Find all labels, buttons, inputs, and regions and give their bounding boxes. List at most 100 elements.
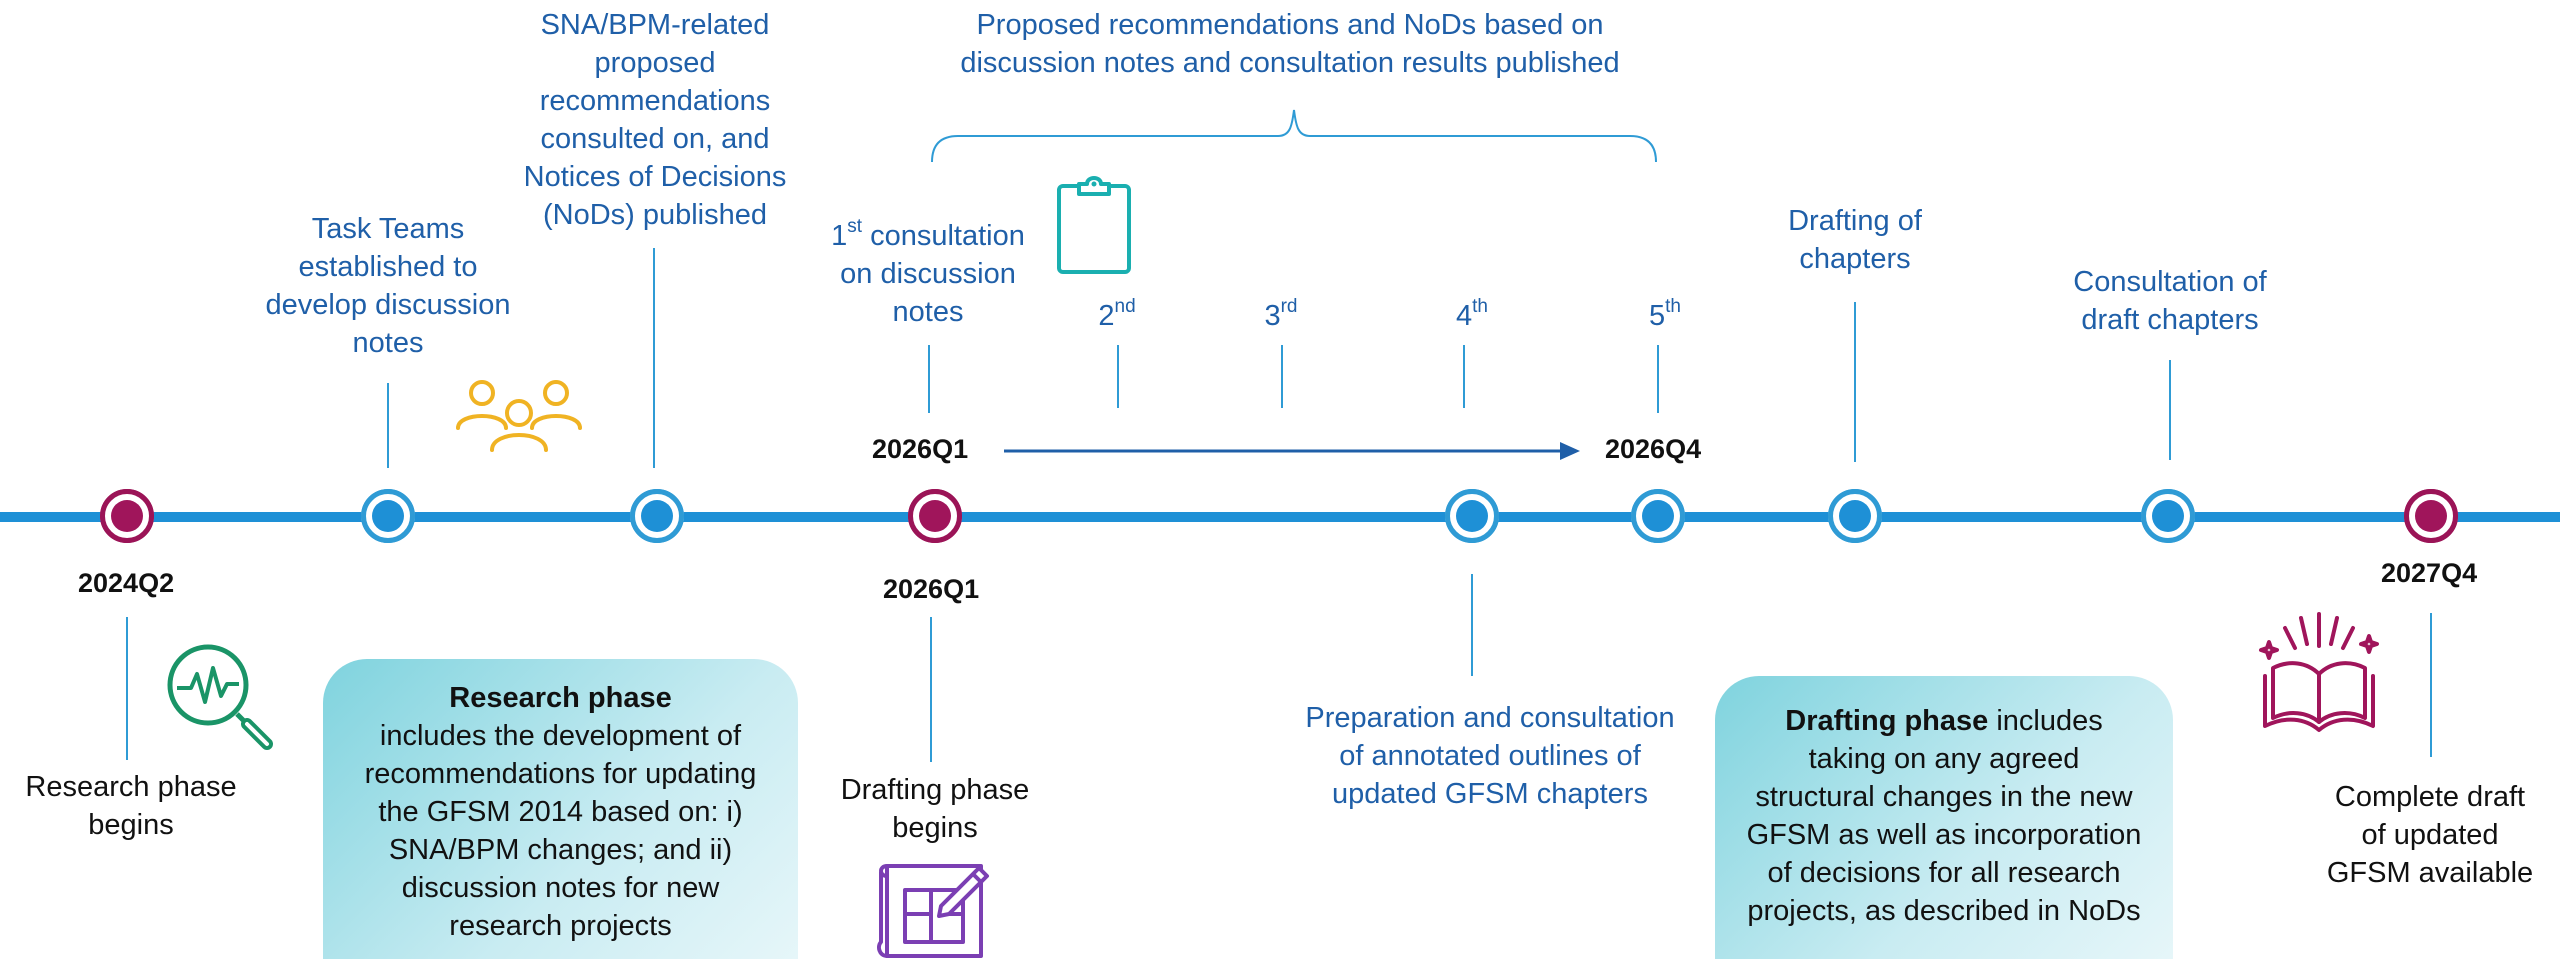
drafting-box-line: projects, as described in NoDs	[1747, 895, 2141, 927]
drafting-begins-label: Drafting phase begins	[810, 771, 1060, 847]
node-2027q4	[2404, 489, 2458, 543]
connector-consultation-draft	[2169, 360, 2171, 460]
sna-bpm-line: recommendations	[539, 85, 771, 117]
consultation-draft-label: Consultation of draft chapters	[2030, 263, 2310, 339]
ordinal-sup: rd	[1280, 296, 1298, 317]
consultation-1st-line2: on discussion	[840, 258, 1016, 290]
research-begins-label: Research phase begins	[0, 768, 262, 844]
date-2026q4-top: 2026Q4	[1605, 434, 1702, 464]
clipboard-icon	[1057, 176, 1131, 274]
node-2024q2	[100, 489, 154, 543]
research-box-line: research projects	[449, 910, 672, 942]
connector-task-teams	[387, 383, 389, 468]
connector-drafting-chapters	[1854, 302, 1856, 462]
date-2027q4: 2027Q4	[2381, 558, 2478, 588]
research-phase-box: Research phase includes the development …	[323, 659, 798, 959]
research-box-line: includes the development of	[379, 720, 742, 752]
annotated-line: updated GFSM chapters	[1332, 778, 1648, 810]
connector-annotated	[1471, 574, 1473, 676]
task-teams-line: notes	[352, 327, 424, 359]
drafting-box-line: taking on any agreed	[1808, 743, 2080, 775]
search-analytics-icon	[167, 644, 273, 750]
ordinal-sup: th	[1665, 296, 1681, 317]
task-teams-line: Task Teams	[311, 213, 465, 245]
ordinal-num: 1	[831, 220, 848, 252]
consultation-draft-line: draft chapters	[2081, 304, 2259, 336]
timeline-bar	[0, 512, 2560, 522]
ordinal-sup: nd	[1114, 296, 1136, 317]
drafting-box-title: Drafting phase	[1785, 705, 1989, 737]
annotated-line: Preparation and consultation	[1305, 702, 1675, 734]
research-box-line: SNA/BPM changes; and ii)	[388, 834, 733, 866]
node-sna-bpm	[630, 489, 684, 543]
consultation-1st-line3: notes	[892, 296, 964, 328]
consultation-5th-label: 5th	[1625, 297, 1705, 335]
research-box-title: Research phase	[449, 682, 672, 714]
connector-complete	[2430, 613, 2432, 757]
annotated-outlines-label: Preparation and consultation of annotate…	[1280, 699, 1700, 813]
ordinal-num: 2	[1098, 300, 1115, 332]
node-annotated-outlines	[1445, 489, 1499, 543]
node-task-teams	[361, 489, 415, 543]
node-2026q1	[908, 489, 962, 543]
consultation-1st-line1: 1st consultation	[800, 217, 1056, 255]
complete-draft-line: of updated	[2361, 819, 2499, 851]
consultation-2nd-label: 2nd	[1077, 297, 1157, 335]
node-drafting-chapters	[1828, 489, 1882, 543]
drafting-box-line: GFSM as well as incorporation	[1746, 819, 2142, 851]
sna-bpm-line: consulted on, and	[540, 123, 770, 155]
task-teams-line: established to	[298, 251, 478, 283]
drafting-begins-line2: begins	[892, 812, 978, 844]
ordinal-sup: st	[847, 216, 863, 237]
date-2026q1-bottom: 2026Q1	[883, 574, 980, 604]
period-arrow	[1004, 442, 1580, 460]
research-begins-line1: Research phase	[25, 771, 237, 803]
annotated-line: of annotated outlines of	[1339, 740, 1641, 772]
drafting-box-title-rest: includes	[1988, 705, 2103, 737]
date-2024q2: 2024Q2	[78, 568, 175, 598]
drafting-box-line: of decisions for all research	[1767, 857, 2121, 889]
drafting-chapters-line: Drafting of	[1788, 205, 1922, 237]
ordinal-num: 4	[1456, 300, 1473, 332]
ordinal-sup: th	[1472, 296, 1488, 317]
ordinal-num: 5	[1649, 300, 1666, 332]
sna-bpm-line: (NoDs) published	[542, 199, 768, 231]
node-2026q4	[1631, 489, 1685, 543]
connector-5th	[1657, 345, 1659, 413]
research-box-line: the GFSM 2014 based on: i)	[378, 796, 743, 828]
sna-bpm-line: Notices of Decisions	[523, 161, 787, 193]
complete-draft-line: Complete draft	[2334, 781, 2526, 813]
drafting-chapters-label: Drafting of chapters	[1730, 202, 1980, 278]
bracket-text-line1: Proposed recommendations and NoDs based …	[976, 9, 1604, 41]
consultation-3rd-label: 3rd	[1241, 297, 1321, 335]
connector-4th	[1463, 345, 1465, 408]
research-box-line: recommendations for updating	[364, 758, 757, 790]
bracket-text: Proposed recommendations and NoDs based …	[900, 6, 1680, 82]
complete-draft-label: Complete draft of updated GFSM available	[2310, 778, 2550, 892]
bracket-text-line2: discussion notes and consultation result…	[960, 47, 1620, 79]
drafting-phase-box: Drafting phase includes taking on any ag…	[1715, 676, 2173, 959]
drafting-chapters-line: chapters	[1799, 243, 1911, 275]
task-teams-label: Task Teams established to develop discus…	[238, 210, 538, 362]
open-book-icon	[2259, 612, 2379, 732]
consultation-4th-label: 4th	[1432, 297, 1512, 335]
drafting-begins-line1: Drafting phase	[840, 774, 1030, 806]
ordinal-num: 3	[1264, 300, 1281, 332]
research-box-line: discussion notes for new	[401, 872, 720, 904]
connector-research	[126, 617, 128, 760]
drafting-box-title-line: Drafting phase includes	[1715, 702, 2173, 740]
drafting-box-line: structural changes in the new	[1755, 781, 2133, 813]
connector-1st	[928, 345, 930, 413]
connector-drafting-begins	[930, 617, 932, 762]
connector-sna-bpm	[653, 248, 655, 468]
connector-2nd	[1117, 345, 1119, 408]
blueprint-icon	[877, 864, 989, 958]
node-consultation-draft	[2141, 489, 2195, 543]
date-2026q1-top: 2026Q1	[872, 434, 969, 464]
sna-bpm-line: proposed	[594, 47, 716, 79]
consultation-draft-line: Consultation of	[2073, 266, 2267, 298]
consultation-bracket	[931, 109, 1657, 163]
research-begins-line2: begins	[88, 809, 174, 841]
sna-bpm-label: SNA/BPM-related proposed recommendations…	[500, 6, 810, 234]
people-group-icon	[456, 380, 582, 452]
